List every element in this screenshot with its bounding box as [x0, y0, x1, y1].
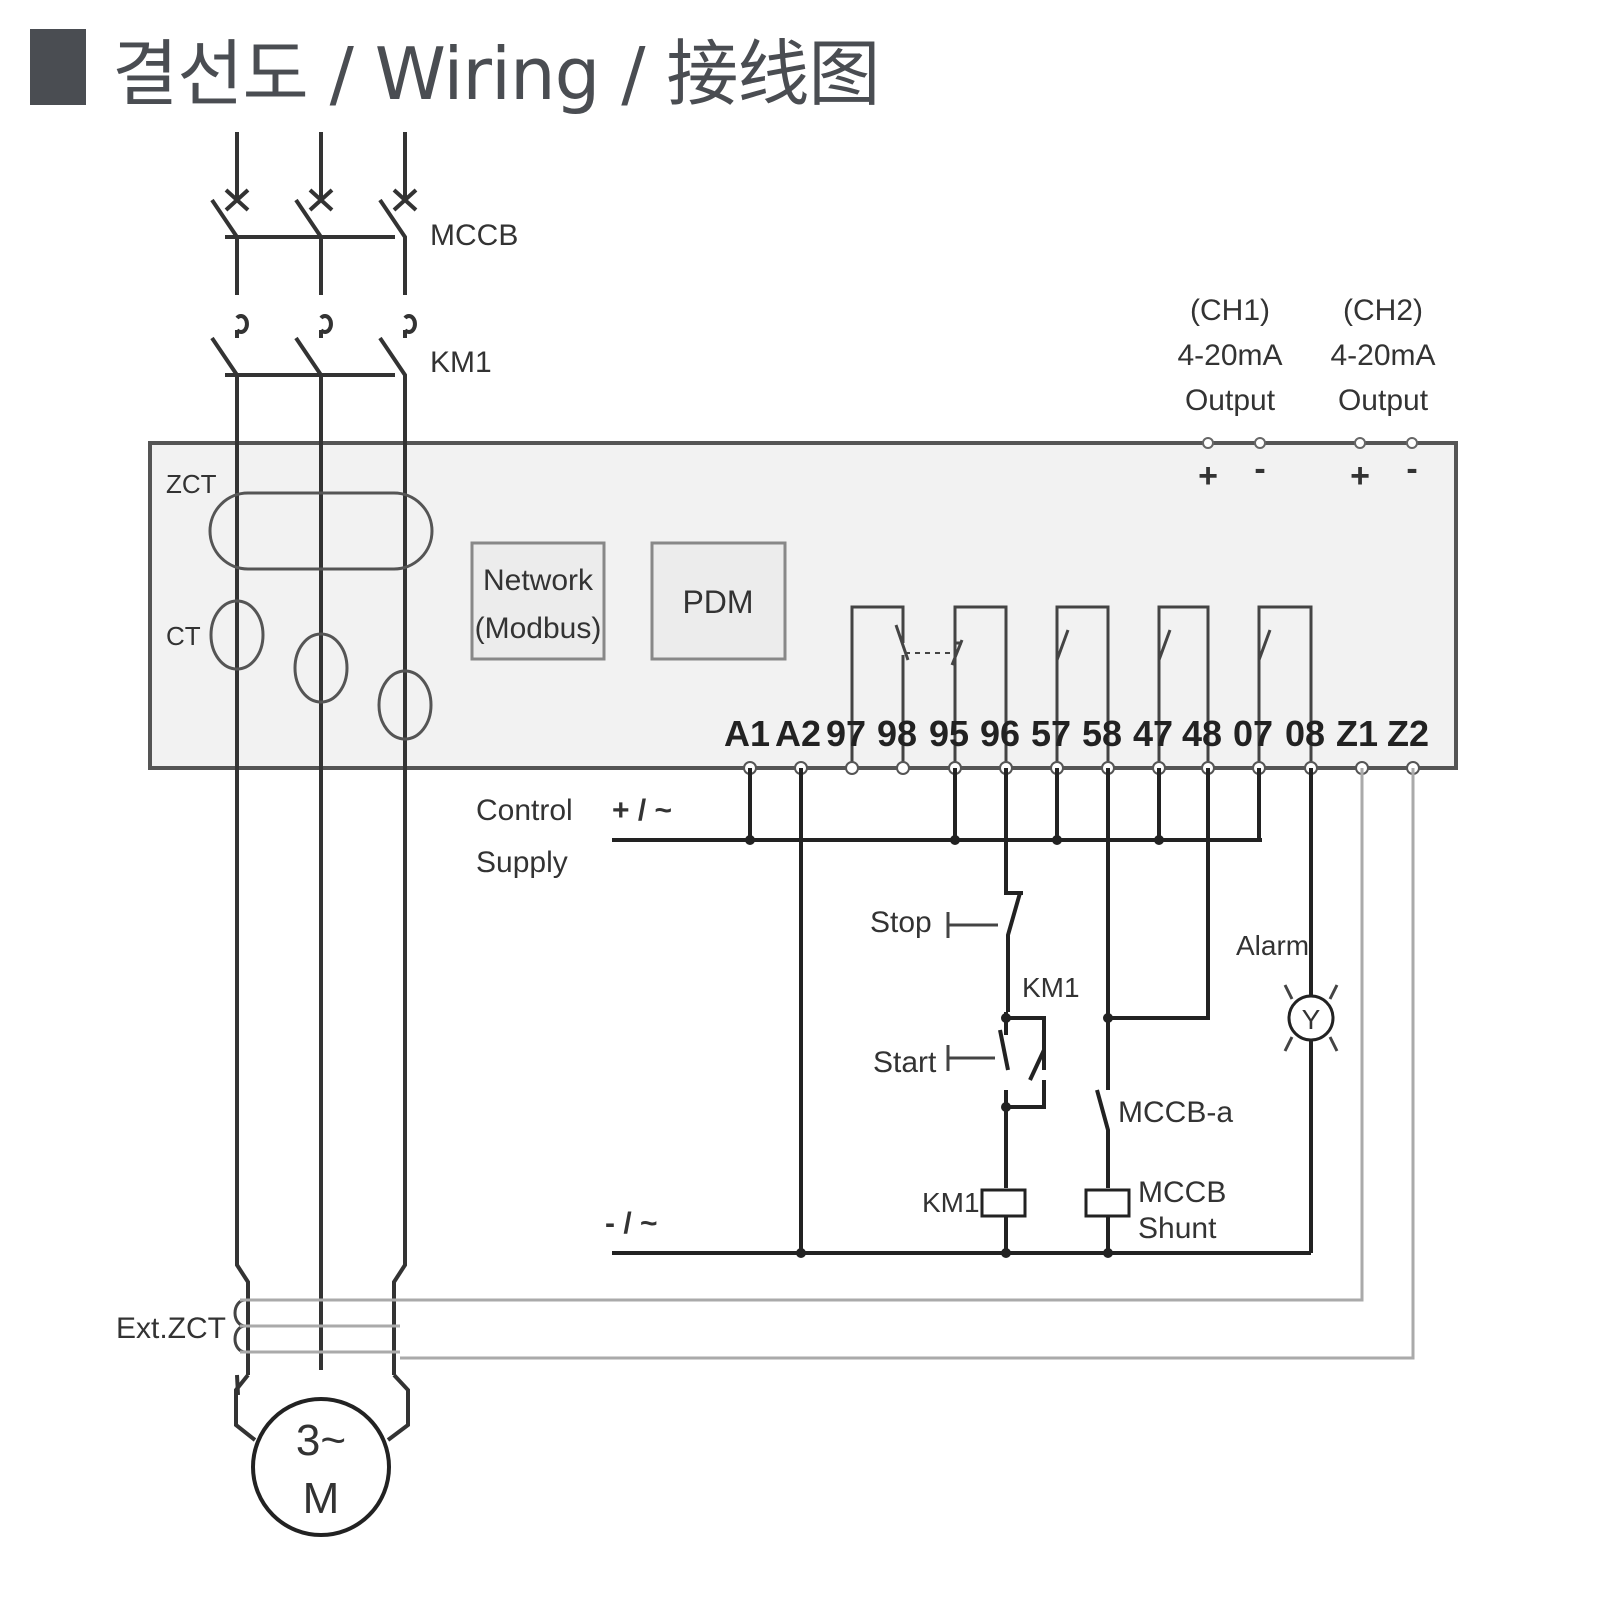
control-supply-label-1: Control	[476, 794, 573, 827]
terminal-dot-97	[845, 761, 859, 775]
ch2-label-3: Output	[1338, 384, 1429, 417]
control-wiring	[400, 768, 1415, 1360]
plus-supply-label: + / ~	[612, 794, 672, 827]
ch1-label-1: (CH1)	[1190, 294, 1270, 327]
zct-symbol	[208, 491, 434, 571]
motor-symbol	[251, 1397, 391, 1537]
network-label-1: Network	[483, 564, 594, 597]
power-lines	[210, 132, 418, 1537]
ch2-minus: -	[1406, 450, 1417, 488]
terminal-label-98: 98	[877, 713, 917, 754]
terminal-label-47: 47	[1133, 713, 1173, 754]
pdm-label: PDM	[682, 584, 753, 620]
ct-symbol-1	[209, 599, 265, 671]
control-supply-label-2: Supply	[476, 846, 568, 879]
terminal-label-07: 07	[1233, 713, 1273, 754]
km1-top-label: KM1	[430, 346, 492, 379]
title-square-icon	[30, 29, 86, 105]
title-bar: 결선도 / Wiring / 接线图	[30, 22, 880, 116]
ct-symbol-2	[293, 632, 349, 704]
terminal-label-48: 48	[1182, 713, 1222, 754]
terminal-label-58: 58	[1082, 713, 1122, 754]
motor-label-2: M	[303, 1474, 340, 1523]
relay-contacts	[850, 605, 1313, 768]
terminal-label-95: 95	[929, 713, 969, 754]
terminal-label-96: 96	[980, 713, 1020, 754]
ch1-label-2: 4-20mA	[1177, 339, 1282, 372]
alarm-lamp-symbol: Y	[1302, 1004, 1321, 1035]
ch1-minus: -	[1254, 450, 1265, 488]
terminal-label-Z2: Z2	[1387, 713, 1429, 754]
zct-label: ZCT	[166, 469, 217, 499]
stop-label: Stop	[870, 906, 932, 939]
ch2-label-1: (CH2)	[1343, 294, 1423, 327]
terminal-label-A2: A2	[775, 713, 821, 754]
analog-output-terminals	[1202, 437, 1418, 449]
ch2-label-2: 4-20mA	[1330, 339, 1435, 372]
motor-label-1: 3~	[296, 1416, 346, 1465]
alarm-label: Alarm	[1236, 930, 1309, 961]
pdm-box	[650, 541, 787, 661]
terminal-label-57: 57	[1031, 713, 1071, 754]
mccb-a-label: MCCB-a	[1118, 1096, 1233, 1129]
terminal-label-Z1: Z1	[1336, 713, 1378, 754]
terminal-label-A1: A1	[724, 713, 770, 754]
terminal-label-08: 08	[1285, 713, 1325, 754]
ext-zct-symbol	[233, 1298, 400, 1354]
ct-symbol-3	[377, 669, 433, 741]
ch1-plus: +	[1198, 457, 1218, 495]
minus-supply-label: - / ~	[605, 1207, 658, 1240]
ext-zct-label: Ext.ZCT	[116, 1312, 226, 1345]
terminal-dot-98	[896, 761, 910, 775]
km1-coil-label: KM1	[922, 1187, 980, 1218]
start-label: Start	[873, 1046, 937, 1079]
mccb-label: MCCB	[430, 219, 518, 252]
terminal-label-97: 97	[826, 713, 866, 754]
ch2-plus: +	[1350, 457, 1370, 495]
ch1-label-3: Output	[1185, 384, 1276, 417]
km1-contact-label: KM1	[1022, 972, 1080, 1003]
ct-label: CT	[166, 621, 201, 651]
page-title: 결선도 / Wiring / 接线图	[112, 31, 880, 116]
network-box	[470, 541, 606, 661]
mccb-shunt-label-2: Shunt	[1138, 1212, 1217, 1245]
mccb-shunt-label-1: MCCB	[1138, 1176, 1226, 1209]
network-label-2: (Modbus)	[475, 612, 602, 645]
